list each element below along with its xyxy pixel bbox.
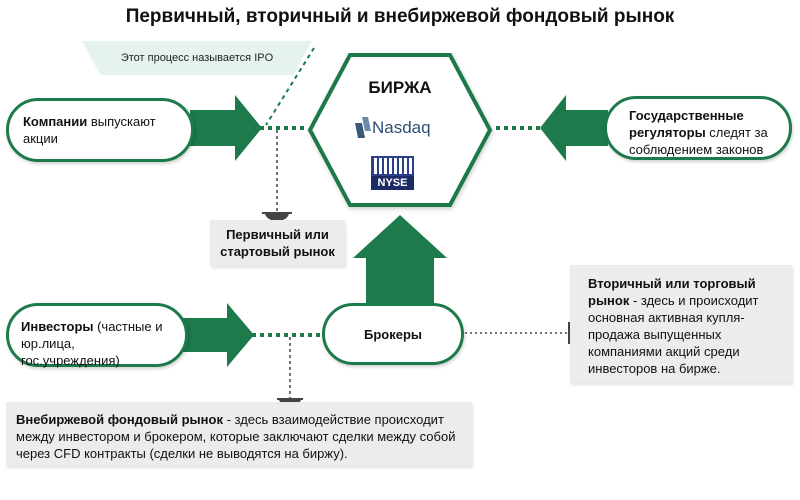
regulators-text: следят за соблюдением законов [629, 125, 768, 157]
brokers-label: Брокеры [363, 326, 422, 342]
brokers-up-arrow [353, 215, 447, 303]
ipo-banner: Этот процесс называется IPO [82, 41, 312, 75]
regulators-label: Государственные регуляторы [629, 108, 744, 140]
exchange-title: БИРЖА [368, 78, 432, 97]
otc-market-label: Внебиржевой фондовый рынок [16, 412, 223, 427]
secondary-market-label: Вторичный или торговый рынок [588, 276, 756, 308]
regulators-arrow [540, 95, 608, 161]
primary-market-label: Первичный или стартовый рынок [220, 227, 335, 259]
investors-text: (частные и юр.лица, гос.учреждения) [21, 319, 163, 368]
brokers-box: Брокеры [322, 303, 464, 365]
investors-arrow [182, 303, 254, 367]
nasdaq-label: Nasdaq [372, 118, 431, 137]
investors-box: Инвесторы (частные и юр.лица, гос.учрежд… [6, 303, 188, 368]
otc-market-box: Внебиржевой фондовый рынок - здесь взаим… [6, 402, 472, 466]
primary-connector-cap [265, 213, 289, 221]
otc-market-text: - здесь взаимодействие происходит между … [16, 412, 456, 461]
companies-arrow [190, 95, 262, 161]
investors-label: Инвесторы [21, 319, 94, 334]
secondary-market-box: Вторичный или торговый рынок - здесь и п… [570, 265, 792, 383]
page-title: Первичный, вторичный и внебиржевой фондо… [125, 6, 675, 27]
nasdaq-logo-icon [355, 117, 371, 138]
exchange-hexagon [307, 53, 493, 207]
companies-label: Компании [23, 114, 88, 129]
ipo-dashed-line [265, 47, 315, 126]
nyse-label: NYSE [377, 177, 408, 189]
primary-market-box: Первичный или стартовый рынок [210, 220, 345, 266]
regulators-box: Государственные регуляторы следят за соб… [604, 96, 792, 160]
companies-text: выпускают акции [23, 114, 156, 146]
nyse-logo-icon [371, 156, 414, 190]
secondary-market-text: - здесь и происходит основная активная к… [588, 293, 759, 376]
companies-box: Компании выпускают акции [6, 98, 194, 162]
